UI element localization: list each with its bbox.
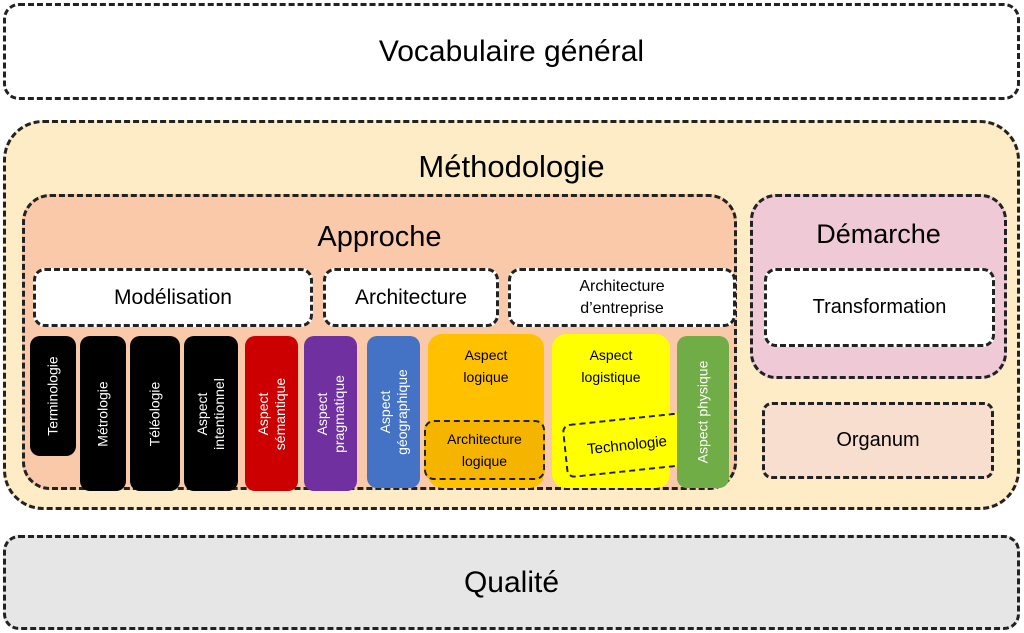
- architecture-logique-line2: logique: [461, 453, 508, 469]
- aspect-pragmatique-label: Aspect pragmatique: [314, 375, 348, 453]
- methodologie-label: Méthodologie: [418, 149, 605, 184]
- architecture-entreprise-box: Architecture d’entreprise: [508, 268, 736, 327]
- metrologie-label: Métrologie: [94, 380, 111, 447]
- aspect-intentionnel-column: Aspect intentionnel: [184, 336, 238, 491]
- architecture-entreprise-line2: d’entreprise: [580, 299, 664, 317]
- aspect-physique-column: Aspect physique: [677, 336, 729, 488]
- terminologie-label: Terminologie: [44, 356, 61, 436]
- metrologie-column: Métrologie: [80, 336, 126, 491]
- teleologie-label: Téléologie: [146, 381, 163, 446]
- organum-label: Organum: [836, 429, 920, 451]
- transformation-label: Transformation: [812, 296, 947, 318]
- approche-label: Approche: [317, 221, 442, 253]
- aspect-logique-line2: logique: [463, 369, 509, 385]
- aspect-logistique-line1: Aspect: [589, 347, 633, 363]
- aspect-intentionnel-line2: intentionnel: [211, 377, 227, 450]
- vocabulaire-general-label: Vocabulaire général: [378, 34, 645, 68]
- aspect-geographique-column: Aspect géographique: [367, 336, 420, 488]
- aspect-logique-line1: Aspect: [464, 347, 508, 363]
- aspect-semantique-line2: sémantique: [271, 377, 288, 450]
- aspect-semantique-label: Aspect sémantique: [255, 377, 289, 449]
- demarche-label: Démarche: [816, 219, 941, 249]
- architecture-label: Architecture: [354, 285, 468, 309]
- transformation-box: Transformation: [764, 268, 995, 347]
- vocabulaire-general-box: Vocabulaire général: [3, 3, 1020, 100]
- architecture-logique-box: Architecture logique: [424, 420, 545, 480]
- aspect-logique-label: Aspect logique: [428, 344, 544, 388]
- aspect-semantique-line1: Aspect: [254, 392, 271, 435]
- terminologie-column: Terminologie: [30, 336, 76, 456]
- qualite-label: Qualité: [463, 565, 560, 599]
- modelisation-box: Modélisation: [33, 268, 313, 327]
- aspect-geographique-line1: Aspect: [376, 390, 393, 434]
- aspect-semantique-column: Aspect sémantique: [245, 336, 298, 491]
- aspect-pragmatique-column: Aspect pragmatique: [304, 336, 357, 491]
- aspect-geographique-label: Aspect géographique: [377, 369, 411, 455]
- aspect-intentionnel-line1: Aspect: [194, 392, 210, 435]
- qualite-box: Qualité: [3, 535, 1020, 630]
- aspect-pragmatique-line1: Aspect: [313, 392, 330, 435]
- architecture-logique-line1: Architecture: [447, 431, 522, 447]
- modelisation-label: Modélisation: [114, 285, 232, 309]
- architecture-entreprise-line1: Architecture: [579, 277, 665, 295]
- organum-box: Organum: [762, 402, 994, 479]
- teleologie-column: Téléologie: [130, 336, 180, 491]
- aspect-logistique-label: Aspect logistique: [552, 344, 670, 388]
- aspect-pragmatique-line2: pragmatique: [330, 374, 347, 453]
- architecture-box: Architecture: [323, 268, 499, 327]
- aspect-physique-label: Aspect physique: [694, 360, 711, 464]
- aspect-logistique-line2: logistique: [581, 369, 641, 385]
- aspect-geographique-line2: géographique: [393, 369, 410, 455]
- aspect-intentionnel-label: Aspect intentionnel: [194, 378, 228, 450]
- technologie-label: Technologie: [586, 432, 668, 458]
